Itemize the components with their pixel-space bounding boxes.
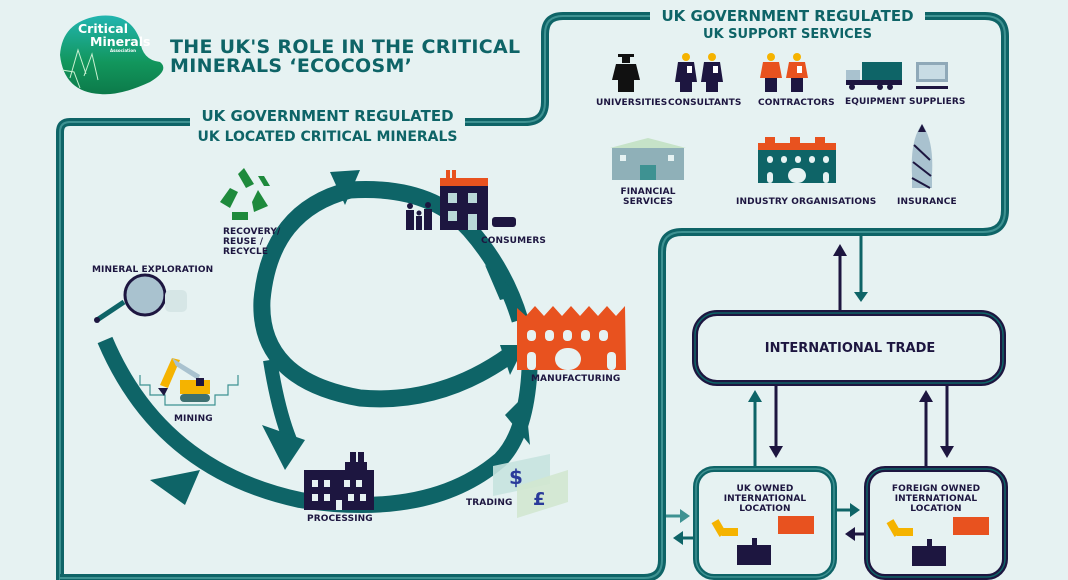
consumers-icon [406, 170, 516, 230]
label-recovery: RECOVERY/ [223, 227, 281, 237]
logo-text-minerals: Minerals [90, 34, 151, 49]
label-processing: PROCESSING [307, 514, 373, 524]
arrowhead-trading [505, 395, 530, 445]
arrowhead-manufacturing-top [485, 265, 520, 300]
foreign-owned-location-box [864, 466, 1008, 580]
flow-arrow-loop-processing [263, 358, 297, 443]
banknotes-icon: $ £ [493, 454, 568, 518]
uk-owned-line-3: LOCATION [739, 504, 791, 514]
label-financial: FINANCIAL [620, 187, 676, 197]
label-recovery-reuse-recycle: RECOVERY/ REUSE / RECYCLE [223, 227, 280, 257]
graduate-icon [612, 54, 640, 92]
pound-icon: £ [533, 489, 546, 510]
label-services: SERVICES [623, 197, 673, 207]
logo-text-association: Association [110, 48, 136, 53]
label-consumers: CONSUMERS [481, 236, 546, 246]
foreign-owned-line-3: LOCATION [910, 504, 962, 514]
page-title: THE UK'S ROLE IN THE CRITICAL MINERALS ‘… [170, 38, 520, 76]
label-consultants: CONSULTANTS [668, 98, 742, 108]
excavator-icon [139, 358, 239, 406]
consultants-icon [675, 53, 723, 92]
computer-icon [916, 62, 948, 89]
title-line-2: MINERALS ‘ECOCOSM’ [170, 55, 413, 77]
arrowhead-processing [262, 425, 305, 470]
support-services-heading: UK GOVERNMENT REGULATED [650, 7, 925, 25]
label-insurance: INSURANCE [897, 197, 957, 207]
label-mining: MINING [174, 414, 213, 424]
title-line-1: THE UK'S ROLE IN THE CRITICAL [170, 36, 521, 58]
international-arrows [666, 234, 954, 545]
uk-located-boundary [56, 12, 1009, 580]
flow-arrow-cycle-loop [253, 181, 515, 408]
label-recycle: RECYCLE [223, 247, 269, 257]
truck-icon [846, 62, 902, 90]
flow-arrow-consumers-manufacturing [349, 181, 529, 323]
label-equipment-suppliers: EQUIPMENT SUPPLIERS [845, 97, 966, 107]
label-mineral-exploration: MINERAL EXPLORATION [92, 265, 214, 275]
family-icon [406, 202, 432, 230]
arrowhead-mining-flow [150, 470, 200, 505]
label-foreign-owned-location: FOREIGN OWNED INTERNATIONAL LOCATION [871, 484, 1001, 514]
label-trading: TRADING [466, 498, 513, 508]
label-universities: UNIVERSITIES [596, 98, 668, 108]
mineral-cycle-arrows [97, 181, 538, 513]
contractors-icon [760, 53, 808, 92]
uk-owned-location-box [693, 466, 837, 580]
dollar-icon: $ [509, 465, 523, 489]
label-industry-organisations: INDUSTRY ORGANISATIONS [736, 197, 877, 207]
car-icon [492, 217, 516, 227]
critical-minerals-logo [60, 15, 164, 95]
industry-building-icon [758, 137, 836, 183]
foreign-owned-line-2: INTERNATIONAL [894, 494, 978, 504]
uk-located-heading: UK GOVERNMENT REGULATED [190, 107, 465, 125]
uk-owned-line-1: UK OWNED [736, 484, 794, 494]
gherkin-building-icon [911, 124, 933, 189]
uk-owned-mini-icons [711, 516, 814, 565]
label-financial-services: FINANCIAL SERVICES [612, 187, 684, 207]
label-contractors: CONTRACTORS [758, 98, 835, 108]
processing-icon [304, 452, 374, 510]
magnifier-icon [94, 273, 187, 323]
international-trade-box [692, 310, 1006, 386]
uk-owned-line-2: INTERNATIONAL [723, 494, 807, 504]
label-uk-owned-location: UK OWNED INTERNATIONAL LOCATION [700, 484, 830, 514]
uk-located-subheading: UK LOCATED CRITICAL MINERALS [197, 129, 458, 145]
manufacturing-icon [517, 306, 626, 370]
recycle-icon [220, 168, 270, 220]
label-manufacturing: MANUFACTURING [531, 374, 621, 384]
foreign-owned-line-1: FOREIGN OWNED [891, 484, 981, 494]
label-international-trade: INTERNATIONAL TRADE [764, 341, 936, 356]
label-reuse: REUSE / [223, 237, 264, 247]
bank-building-icon [610, 138, 686, 180]
foreign-owned-mini-icons [886, 517, 989, 566]
logo-text-critical: Critical [78, 21, 129, 36]
arrowhead-recycle [330, 170, 360, 205]
support-services-subheading: UK SUPPORT SERVICES [703, 27, 872, 42]
